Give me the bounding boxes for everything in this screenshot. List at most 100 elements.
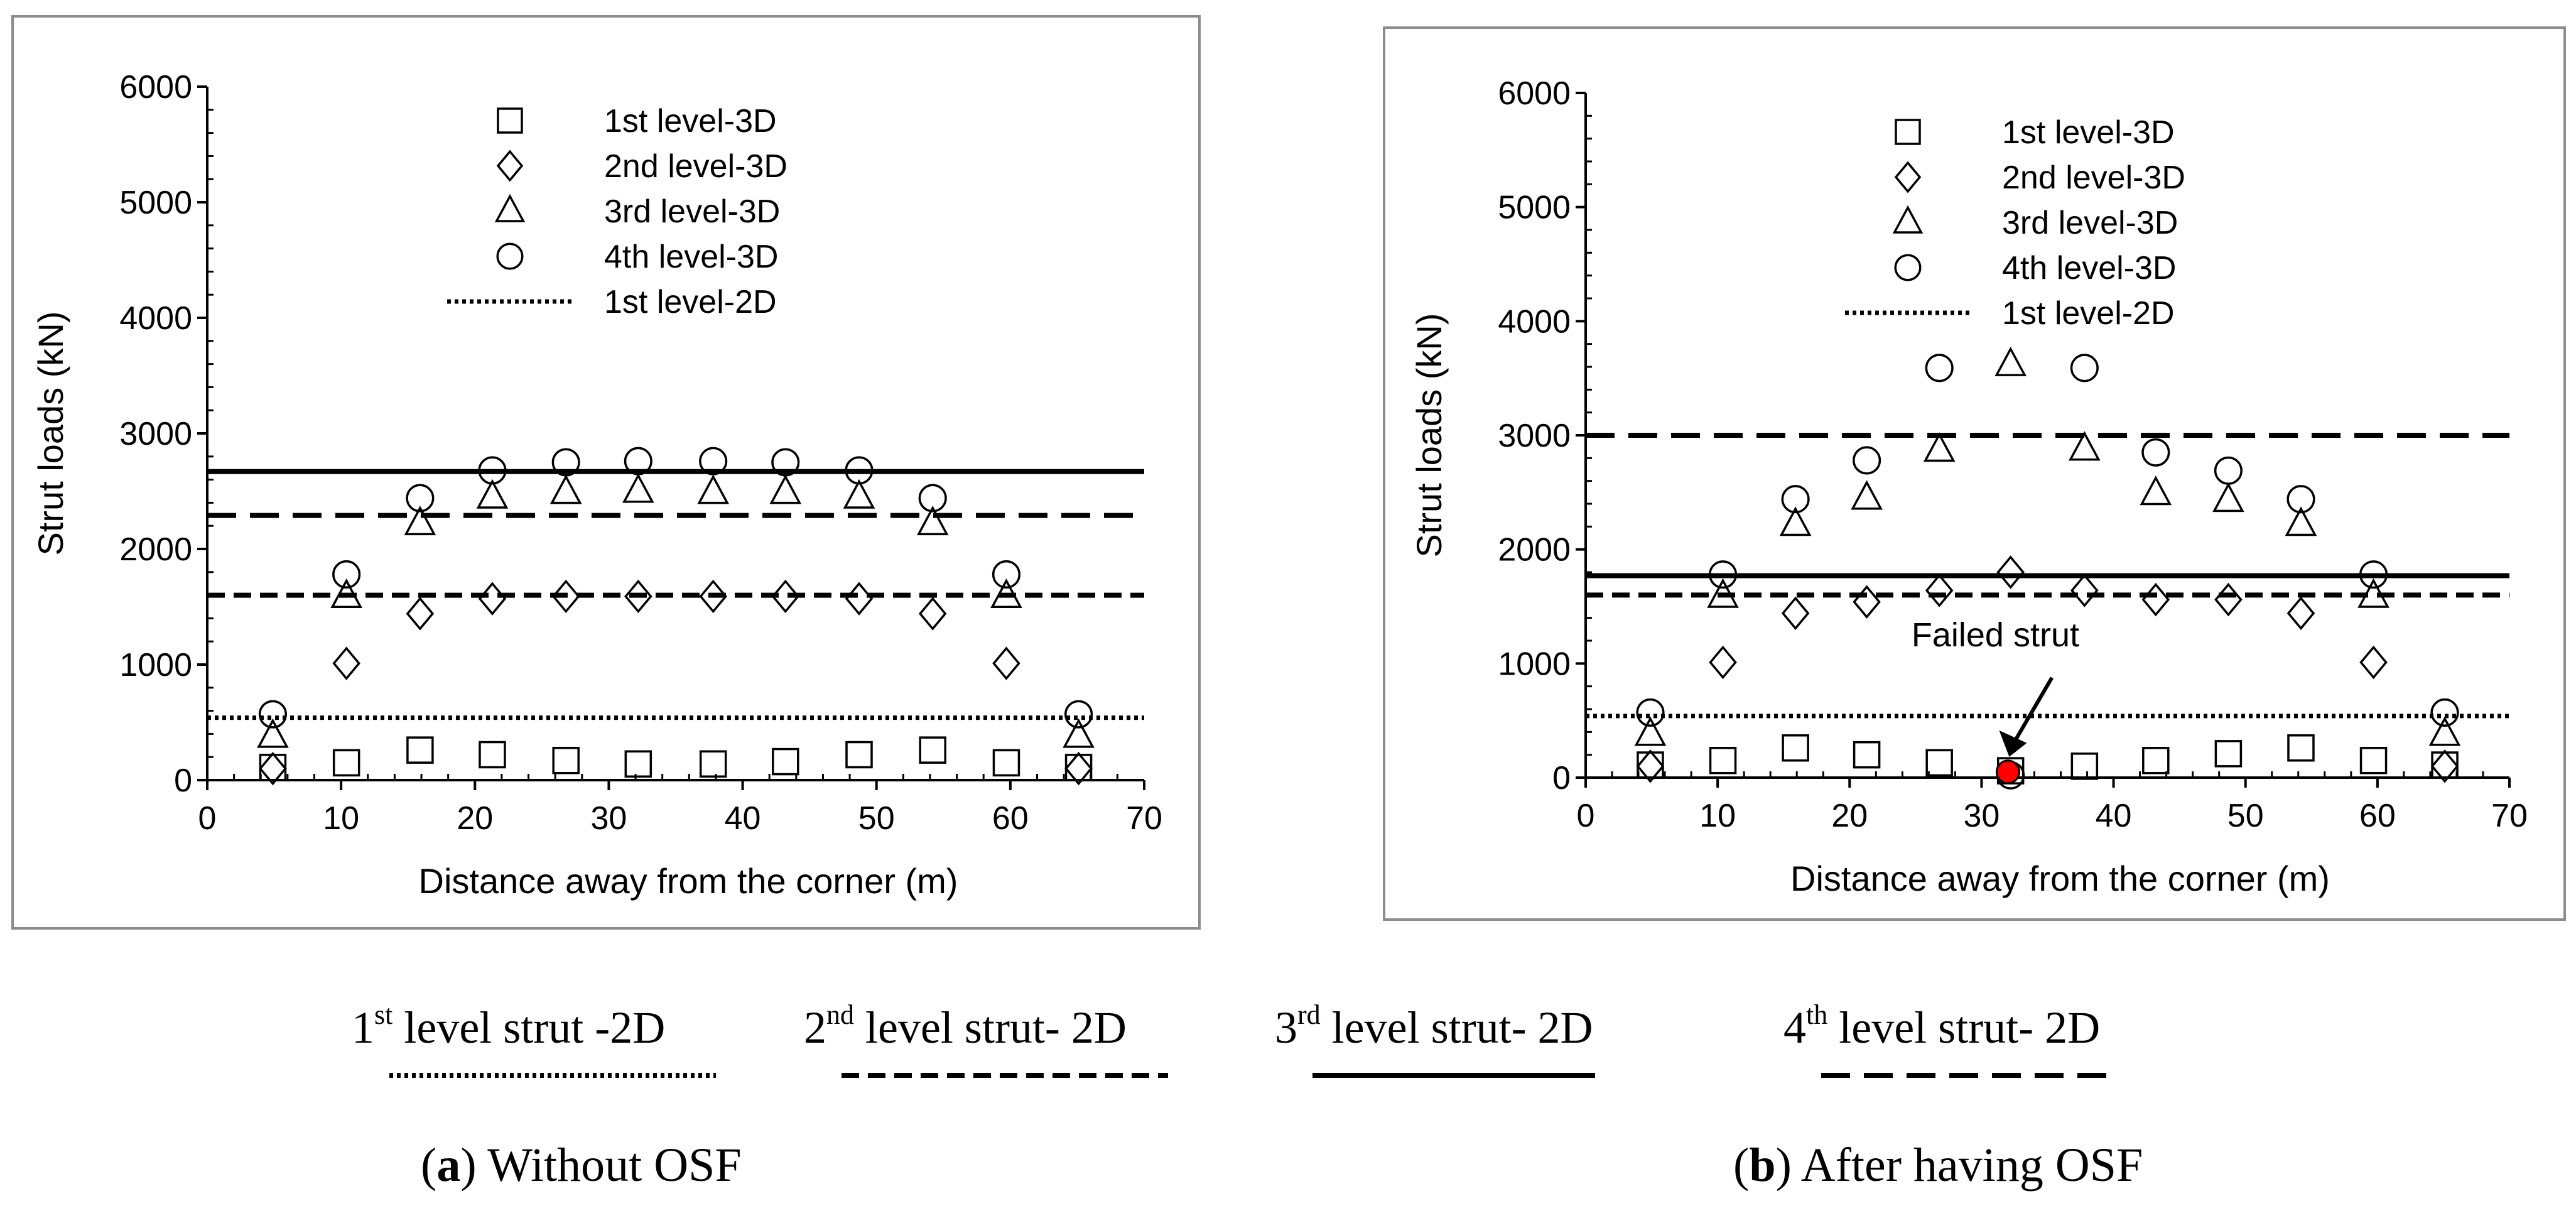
caption-part: ) After having OSF — [1776, 1139, 2143, 1192]
panel-b-point-square — [1782, 734, 1809, 762]
panel-a-point-triangle — [843, 479, 875, 509]
panel-a-point-diamond — [478, 582, 507, 616]
panel-a-point-square — [845, 741, 873, 769]
key-label-superscript: th — [1806, 999, 1827, 1030]
panel-b-y-tick-label: 0 — [1552, 760, 1571, 796]
caption-part: a — [436, 1139, 460, 1192]
panel-b-point-circle — [2141, 438, 2170, 467]
panel-b-point-diamond — [2430, 749, 2459, 783]
key-label-text: level strut- 2D — [1321, 1002, 1593, 1053]
panel-a-point-circle — [406, 484, 435, 513]
panel-b-point-triangle — [1779, 506, 1812, 536]
panel-a-point-diamond — [918, 597, 947, 631]
panel-b-point-circle — [2430, 698, 2459, 727]
panel-b-y-tick-label: 5000 — [1498, 190, 1571, 226]
panel-a-point-diamond — [699, 579, 727, 614]
panel-a-point-triangle — [404, 506, 436, 536]
panel-a-x-tick-label: 20 — [457, 800, 493, 837]
panel-b-point-diamond — [1853, 585, 1881, 619]
panel-a-point-circle — [918, 484, 947, 513]
caption-part: b — [1749, 1139, 1775, 1192]
panel-a-point-circle — [771, 448, 800, 477]
panel-a-y-tick-label: 5000 — [119, 185, 192, 221]
panel-b-legend-square-icon — [1895, 119, 1921, 145]
panel-b-frame — [1383, 26, 2566, 921]
panel-a-point-triangle — [549, 474, 582, 504]
panel-a-point-square — [992, 749, 1020, 777]
key-label-1: 1st level strut -2D — [352, 999, 665, 1053]
panel-b-legend-diamond-icon — [1894, 161, 1922, 193]
panel-b-point-square — [1709, 747, 1737, 774]
panel-b-legend-label: 1st level-3D — [2002, 114, 2175, 151]
panel-a-legend-label: 3rd level-3D — [604, 193, 780, 230]
panel-b-y-axis-title: Strut loads (kN) — [1409, 313, 1449, 558]
panel-b-point-triangle — [1634, 716, 1667, 746]
panel-a-y-tick-label: 4000 — [119, 300, 192, 337]
panel-b-legend-circle-icon — [1894, 254, 1922, 281]
panel-a-point-circle — [699, 447, 728, 475]
panel-b-x-tick-label: 20 — [1831, 798, 1868, 834]
panel-a-point-diamond — [406, 597, 435, 631]
panel-a-x-tick-label: 30 — [591, 800, 627, 837]
panel-b-point-triangle — [2069, 431, 2101, 461]
panel-a-point-square — [624, 750, 652, 778]
panel-a-y-tick-label: 6000 — [119, 69, 192, 106]
panel-a-point-triangle — [1063, 718, 1095, 748]
panel-a-point-diamond — [771, 579, 800, 614]
panel-b-point-diamond — [2070, 573, 2099, 607]
panel-a-point-circle — [1064, 700, 1093, 729]
panel-a-legend-label: 4th level-3D — [604, 239, 778, 275]
panel-b-x-axis-title: Distance away from the corner (m) — [1790, 859, 2330, 898]
panel-b-point-diamond — [2214, 582, 2243, 617]
panel-b-annotation-label: Failed strut — [1912, 616, 2079, 654]
key-label-text: level strut- 2D — [854, 1002, 1127, 1053]
panel-a-x-axis-title: Distance away from the corner (m) — [419, 861, 958, 901]
panel-a-legend-circle-icon — [496, 242, 524, 270]
panel-a-point-diamond — [1064, 751, 1093, 786]
panel-b-point-circle — [2070, 354, 2099, 383]
panel-b-point-triangle — [2212, 482, 2244, 513]
panel-a-point-triangle — [622, 473, 654, 503]
panel-b-legend-triangle-icon — [1892, 205, 1924, 234]
panel-b-point-triangle — [2428, 716, 2461, 746]
panel-b-point-triangle — [1994, 346, 2027, 376]
panel-a-legend-square-icon — [497, 107, 523, 134]
panel-b-point-triangle — [2285, 506, 2317, 536]
panel-b-point-diamond — [1996, 555, 2025, 589]
panel-b-point-triangle — [2357, 578, 2389, 608]
panel-b-point-circle — [2214, 456, 2243, 485]
panel-b-point-diamond — [2359, 645, 2388, 680]
panel-a-point-square — [406, 736, 434, 764]
panel-a-legend-diamond-icon — [496, 149, 524, 182]
key-label-superscript: rd — [1297, 999, 1321, 1030]
panel-a-y-tick-label: 0 — [174, 763, 192, 799]
panel-a-point-triangle — [257, 718, 289, 748]
panel-a-point-triangle — [916, 506, 949, 536]
panel-a-y-tick-label: 2000 — [119, 531, 192, 568]
panel-a-point-circle — [332, 560, 361, 589]
panel-b-point-triangle — [1707, 578, 1739, 608]
caption-a: (a) Without OSF — [421, 1139, 742, 1192]
panel-a-point-square — [699, 750, 727, 778]
panel-a-point-triangle — [330, 578, 362, 608]
panel-b-point-diamond — [2286, 596, 2315, 631]
panel-b-point-circle — [1781, 485, 1810, 514]
panel-b-failed-strut-marker — [1995, 759, 2020, 785]
panel-a-point-diamond — [845, 582, 874, 616]
panel-a-point-circle — [478, 456, 507, 485]
panel-a-point-triangle — [769, 474, 802, 504]
panel-b-annotation-arrow-head — [1999, 730, 2027, 757]
panel-b-y-tick-label: 4000 — [1498, 303, 1571, 340]
panel-b-point-diamond — [2141, 582, 2170, 617]
key-label-superscript: nd — [826, 999, 854, 1030]
key-label-text: level strut -2D — [392, 1002, 665, 1053]
panel-a-point-square — [552, 746, 580, 774]
panel-b-point-circle — [1925, 354, 1954, 383]
panel-b-point-square — [2287, 734, 2315, 762]
panel-a-point-diamond — [332, 646, 360, 680]
panel-a-x-tick-label: 50 — [858, 800, 895, 837]
panel-b-point-square — [1853, 741, 1881, 769]
panel-a-x-tick-label: 40 — [725, 800, 761, 837]
